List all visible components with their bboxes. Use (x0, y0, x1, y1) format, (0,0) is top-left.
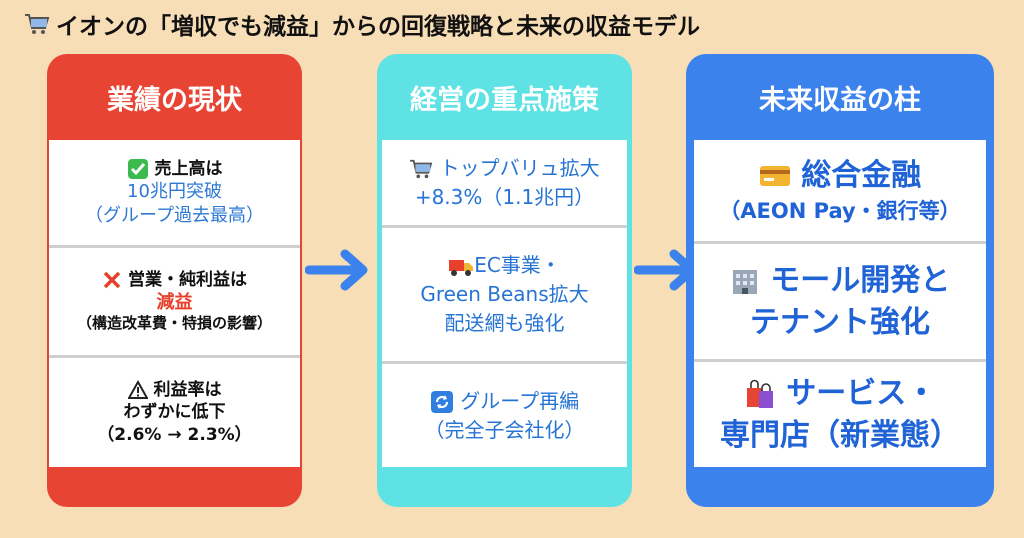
margin-label: 利益率は (153, 380, 222, 401)
future-revenue-header: 未来収益の柱 (759, 84, 921, 116)
topvalu-item: トップバリュ拡大 +8.3%（1.1兆円） (382, 140, 627, 228)
measures-column: 経営の重点施策 トップバリュ拡大 +8.3%（1.1兆円） EC事業・ Gree… (377, 54, 632, 507)
current-status-panel: 売上高は 10兆円突破 （グループ過去最高） 営業・純利益は 減益 （構造改革費… (49, 140, 300, 467)
profit-label: 営業・純利益は (127, 270, 247, 290)
credit-card-icon (759, 166, 790, 187)
service-label: サービス・ (786, 375, 937, 411)
profit-note: （構造改革費・特損の影響） (76, 314, 272, 333)
sales-note: （グループ過去最高） (85, 204, 264, 226)
ec-item: EC事業・ Green Beans拡大 配送網も強化 (382, 228, 627, 364)
arrow-right-icon (305, 249, 368, 291)
measures-panel: トップバリュ拡大 +8.3%（1.1兆円） EC事業・ Green Beans拡… (382, 140, 627, 467)
delivery-truck-icon (449, 259, 474, 276)
topvalu-label: トップバリュ拡大 (439, 155, 600, 180)
sales-value: 10兆円突破 (127, 181, 222, 203)
mall-item: モール開発と テナント強化 (694, 244, 986, 362)
profit-item: 営業・純利益は 減益 （構造改革費・特損の影響） (49, 248, 300, 358)
finance-item: 総合金融 （AEON Pay・銀行等） (694, 140, 986, 244)
ec-line2: Green Beans拡大 (420, 282, 589, 306)
finance-note: （AEON Pay・銀行等） (719, 198, 961, 223)
refresh-icon (430, 391, 453, 413)
margin-value: わずかに低下 (123, 402, 226, 423)
reorg-note: （完全子会社化） (424, 417, 585, 442)
check-icon (127, 159, 148, 180)
future-revenue-panel: 総合金融 （AEON Pay・銀行等） モール開発と テナント強化 サービス・ … (694, 140, 986, 467)
topvalu-value: +8.3%（1.1兆円） (414, 184, 595, 209)
reorg-item: グループ再編 （完全子会社化） (382, 364, 627, 467)
current-status-column: 業績の現状 売上高は 10兆円突破 （グループ過去最高） 営業・純利益は 減益 … (47, 54, 302, 507)
sales-label: 売上高は (154, 159, 223, 180)
current-status-header: 業績の現状 (107, 84, 242, 116)
measures-header: 経営の重点施策 (410, 84, 599, 116)
mall-line2: テナント強化 (750, 304, 930, 340)
shopping-cart-icon (410, 159, 433, 179)
shopping-cart-icon (25, 14, 50, 34)
page-title: イオンの「増収でも減益」からの回復戦略と未来の収益モデル (24, 4, 700, 44)
warning-icon (127, 380, 148, 400)
service-line2: 専門店（新業態） (720, 417, 960, 453)
ec-line3: 配送網も強化 (444, 311, 565, 335)
shopping-bags-icon (746, 379, 773, 408)
margin-note: （2.6% → 2.3%） (97, 424, 252, 445)
cross-icon (103, 271, 121, 289)
page-title-text: イオンの「増収でも減益」からの回復戦略と未来の収益モデル (56, 14, 700, 40)
future-revenue-column: 未来収益の柱 総合金融 （AEON Pay・銀行等） モール開発と テナント強化… (686, 54, 994, 507)
building-icon (732, 270, 757, 294)
profit-value: 減益 (156, 292, 193, 314)
mall-label: モール開発と (770, 262, 951, 298)
sales-item: 売上高は 10兆円突破 （グループ過去最高） (49, 140, 300, 248)
ec-label: EC事業・ (474, 253, 561, 277)
finance-label: 総合金融 (801, 157, 922, 193)
reorg-label: グループ再編 (460, 388, 580, 413)
service-item: サービス・ 専門店（新業態） (694, 362, 986, 467)
margin-item: 利益率は わずかに低下 （2.6% → 2.3%） (49, 358, 300, 467)
